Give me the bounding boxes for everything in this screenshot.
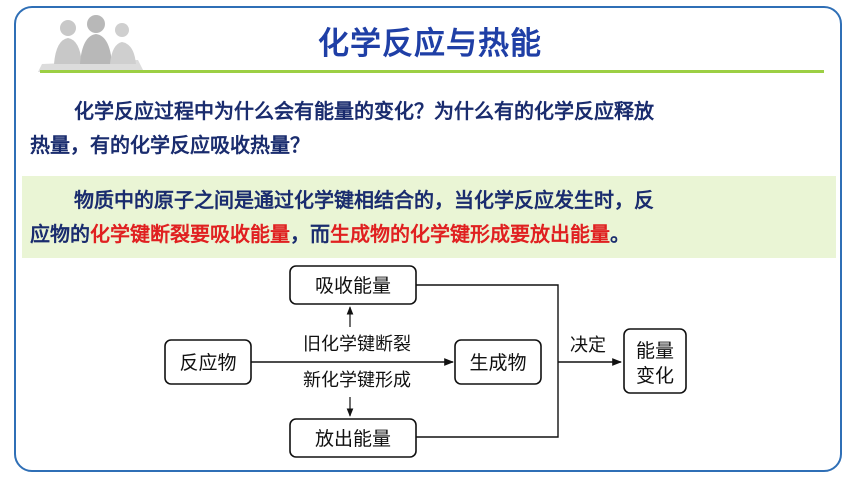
explanation-line-1: 物质中的原子之间是通过化学键相结合的，当化学反应发生时，反: [74, 188, 654, 212]
people-logo-icon: [38, 15, 144, 72]
reactant-label: 反应物: [179, 352, 236, 374]
bond-breaking-label: 旧化学键断裂: [303, 334, 411, 355]
bond-forming-label: 新化学键形成: [303, 370, 411, 391]
title-underline: [40, 70, 824, 73]
explanation-middle: ，而: [290, 222, 330, 246]
explanation-highlight-box: [22, 176, 836, 258]
explanation-suffix: 。: [610, 222, 630, 246]
slide-frame: [14, 6, 842, 472]
decide-label: 决定: [570, 335, 606, 356]
energy-change-box: [623, 328, 687, 394]
absorb-connector: [416, 284, 559, 438]
release-energy-label: 放出能量: [315, 428, 391, 450]
absorb-energy-label: 吸收能量: [315, 275, 391, 297]
page-title: 化学反应与热能: [318, 26, 542, 62]
energy-change-line-1: 能量: [636, 340, 674, 362]
question-paragraph: 化学反应过程中为什么会有能量的变化？为什么有的化学反应释放 热量，有的化学反应吸…: [30, 94, 830, 162]
energy-change-line-2: 变化: [636, 365, 674, 387]
bond-breaking-emphasis: 化学键断裂要吸收能量: [90, 222, 290, 246]
release-energy-box: [289, 418, 417, 458]
product-label: 生成物: [469, 352, 526, 374]
explanation-paragraph: 物质中的原子之间是通过化学键相结合的，当化学反应发生时，反 应物的化学键断裂要吸…: [30, 183, 830, 251]
question-line-1: 化学反应过程中为什么会有能量的变化？为什么有的化学反应释放: [74, 99, 654, 123]
explanation-prefix: 应物的: [30, 222, 90, 246]
product-box: [454, 339, 542, 385]
bond-forming-emphasis: 生成物的化学键形成要放出能量: [330, 222, 610, 246]
question-line-2: 热量，有的化学反应吸收热量？: [30, 133, 310, 157]
